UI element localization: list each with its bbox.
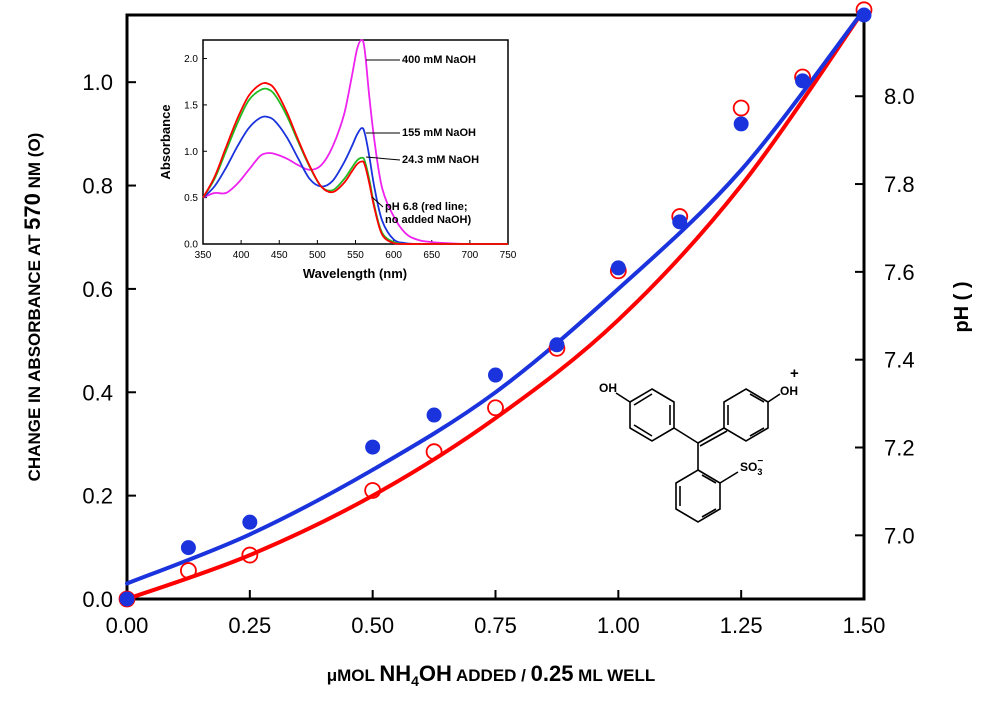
main-x-tick-label: 0.75: [474, 613, 517, 638]
main-data-points: [118, 1, 873, 608]
inset-x-tick-label: 650: [423, 250, 440, 261]
ph-point: [180, 540, 196, 556]
main-y-right-tick-label: 7.4: [884, 348, 915, 373]
absorbance-point: [425, 443, 443, 461]
ph-point: [610, 260, 626, 276]
xlabel-d: ADDED /: [452, 666, 531, 685]
main-x-tick-label: 1.00: [597, 613, 640, 638]
ph-point: [549, 337, 565, 353]
inset-x-tick-label: 550: [347, 250, 364, 261]
absorbance-point: [364, 482, 382, 499]
inset-x-label: Wavelength (nm): [303, 266, 407, 281]
main-x-label: μMOL NH4OH ADDED / 0.25 ML WELL: [327, 661, 656, 689]
inset-series-line-0: [202, 39, 509, 246]
main-y-left-tick-label: 1.0: [82, 70, 113, 95]
inset-y-label: Absorbance: [158, 104, 173, 179]
ph-point: [426, 407, 442, 423]
main-fit-curves: [125, 7, 866, 601]
inset-x-ticks: 350 400 450 500 550 600 650 700 750: [195, 240, 517, 261]
inset-y-tick-label: 1.0: [184, 147, 198, 158]
inset-x-tick-label: 700: [462, 250, 479, 261]
inset-annotation-label: pH 6.8 (red line;no added NaOH): [385, 201, 472, 226]
main-y-left-tick-label: 0.4: [82, 380, 113, 405]
xlabel-sub: 4: [411, 673, 419, 689]
absorbance-point: [487, 399, 504, 417]
inset-annotation-label: 155 mM NaOH: [402, 127, 476, 139]
inset-x-tick-label: 400: [233, 250, 250, 261]
phenol-red-structure: [615, 388, 781, 523]
inset-x-tick-label: 450: [271, 250, 288, 261]
inset-annotation-leader: [371, 196, 384, 208]
ylabel-left-b: 570: [20, 193, 45, 230]
absorbance-point: [241, 546, 259, 564]
inset-x-tick-label: 500: [309, 250, 326, 261]
xlabel-f: ML WELL: [573, 666, 655, 685]
inset-chart: 350 400 450 500 550 600 650 700 750 0.0 0.5 1.0 1.5…: [158, 39, 517, 281]
structure-oh-right-bond: [767, 393, 781, 403]
ylabel-left-a: CHANGE IN ABSORBANCE AT: [25, 230, 44, 482]
main-fit-curve-0: [125, 7, 866, 601]
inset-x-tick-label: 750: [500, 250, 517, 261]
main-y-left-tick-label: 0.8: [82, 174, 113, 199]
structure-labels: OH OH + SO3−: [599, 365, 799, 477]
main-x-tick-label: 1.50: [843, 613, 886, 638]
inset-y-tick-label: 2.0: [184, 54, 198, 65]
inset-y-tick-label: 0.5: [184, 193, 198, 204]
main-y-right-tick-label: 8.0: [884, 84, 915, 109]
structure-oh-left: OH: [599, 381, 617, 395]
main-x-tick-label: 0.50: [351, 613, 394, 638]
main-y-left-tick-label: 0.6: [82, 277, 113, 302]
main-x-tick-label: 0.25: [228, 613, 271, 638]
ph-point: [488, 367, 503, 383]
inset-series-lines: [202, 39, 509, 246]
structure-sulfonate-bond: [719, 471, 739, 484]
ph-point: [733, 116, 749, 132]
main-x-tick-label: 1.25: [720, 613, 763, 638]
main-y-right-label: pH ( ): [951, 281, 973, 332]
inset-series-line-3: [202, 82, 508, 245]
main-x-ticks: 0.00 0.25 0.50 0.75 1.00 1.25 1.50: [106, 590, 886, 638]
structure-oh-left-bond: [615, 392, 631, 403]
inset-annotations: 400 mM NaOH 155 mM NaOH 24.3 mM NaOH pH 6.8…: [365, 54, 479, 226]
inset-annotation-label: 400 mM NaOH: [402, 54, 476, 66]
ph-point: [795, 73, 811, 89]
inset-annotation-leader: [365, 156, 401, 161]
structure-oh-right: OH: [780, 384, 798, 398]
inset-x-tick-label: 600: [385, 250, 402, 261]
xlabel-c: OH: [419, 661, 452, 686]
absorbance-point: [732, 99, 750, 117]
ph-point: [856, 7, 872, 23]
structure-sulfonate: SO3−: [740, 456, 763, 477]
xlabel-b: NH: [379, 661, 411, 686]
xlabel-a: μMOL: [327, 666, 380, 685]
main-y-left-tick-label: 0.2: [82, 484, 113, 509]
main-y-right-tick-label: 7.6: [884, 260, 915, 285]
ph-point: [365, 439, 381, 455]
main-y-right-tick-label: 7.2: [884, 436, 915, 461]
main-y-right-ticks: 7.0 7.2 7.4 7.6 7.8 8.0: [855, 84, 915, 548]
ph-point: [672, 214, 688, 230]
ph-point: [242, 514, 258, 530]
main-fit-curve-1: [125, 7, 866, 586]
main-y-left-tick-label: 0.0: [82, 587, 113, 612]
main-y-left-label: CHANGE IN ABSORBANCE AT 570 NM (O): [20, 133, 45, 482]
main-y-right-tick-label: 7.0: [884, 523, 915, 548]
inset-series-line-1: [202, 115, 508, 245]
main-x-tick-label: 0.00: [106, 613, 149, 638]
xlabel-e: 0.25: [531, 661, 574, 686]
inset-x-tick-label: 350: [195, 250, 212, 261]
inset-annotation-label: 24.3 mM NaOH: [402, 154, 479, 166]
structure-plus: +: [790, 365, 799, 382]
main-y-right-tick-label: 7.8: [884, 172, 915, 197]
ylabel-left-c: NM (O): [25, 133, 44, 193]
inset-y-tick-label: 0.0: [184, 240, 198, 251]
inset-y-tick-label: 1.5: [184, 100, 198, 111]
absorbance-point: [180, 562, 197, 579]
ph-point: [119, 591, 135, 607]
main-y-left-ticks: 0.0 0.2 0.4 0.6 0.8 1.0: [82, 70, 136, 612]
